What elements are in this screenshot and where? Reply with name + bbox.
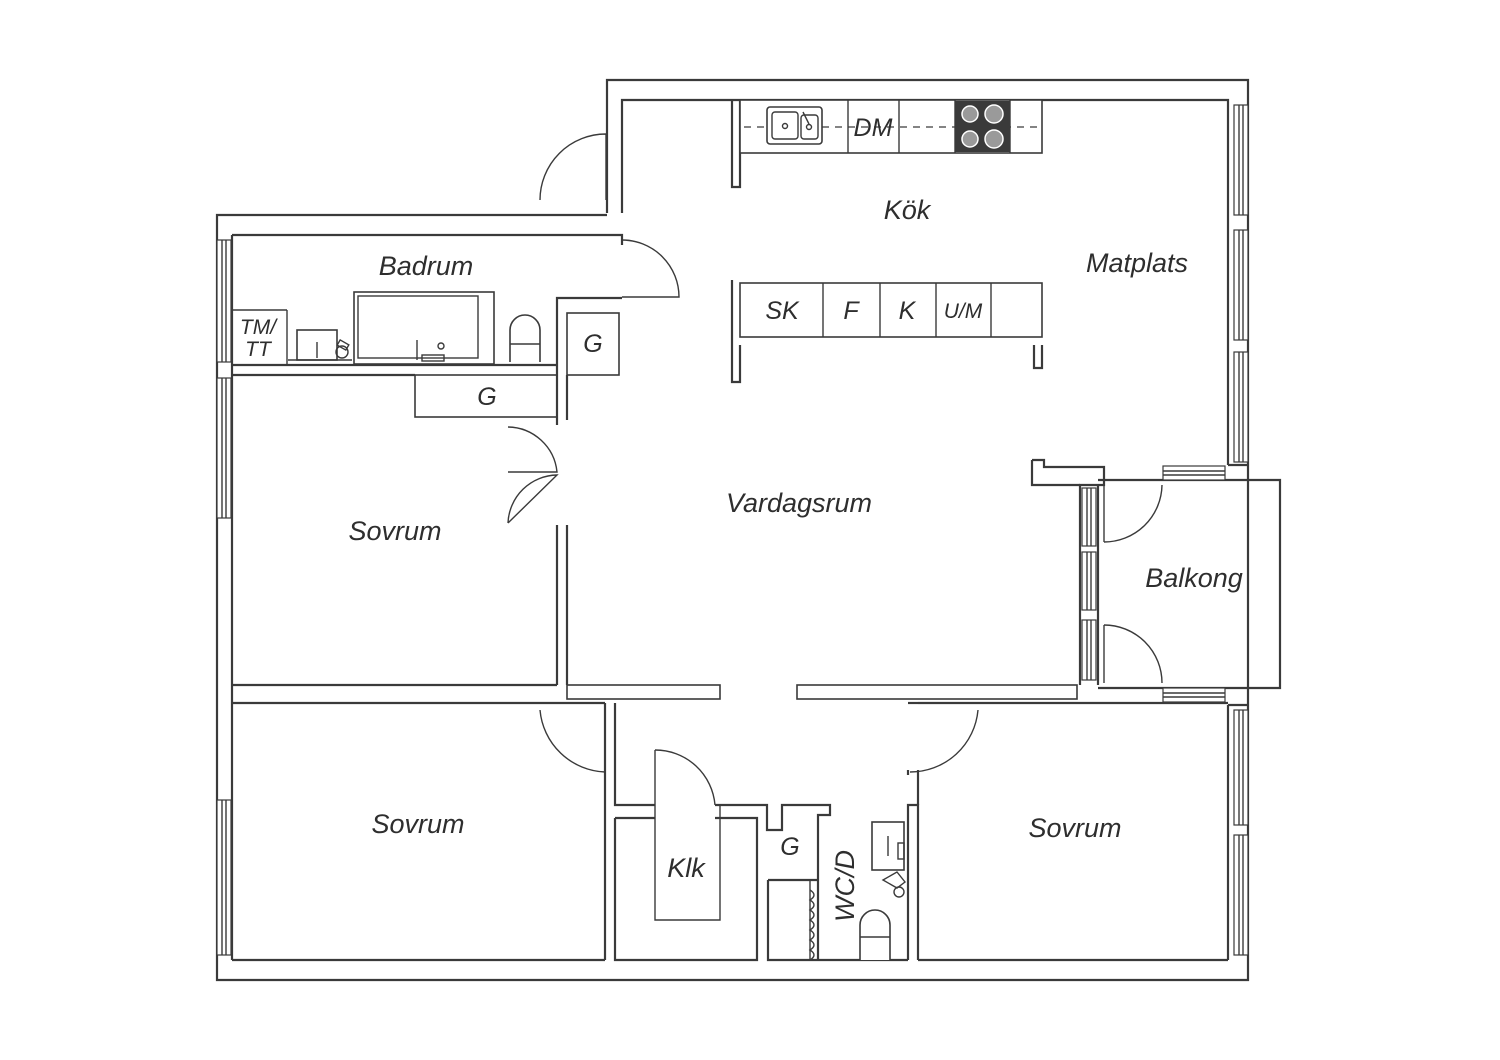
kitchen-counter: DM xyxy=(739,99,1043,154)
living-room-label: Vardagsrum xyxy=(726,488,872,518)
interior-walls xyxy=(232,100,1282,962)
bathroom-label: Badrum xyxy=(379,251,474,281)
wc-toilet-icon xyxy=(859,909,891,960)
wardrobe-hall-label: G xyxy=(477,383,496,411)
freezer-label: F xyxy=(843,297,860,325)
dishwasher-label: DM xyxy=(854,114,893,142)
wardrobe-wc-label: G xyxy=(780,833,799,861)
shower-curtain-icon xyxy=(808,880,815,961)
closet-label: Klk xyxy=(667,853,706,883)
room-labels: Kök Matplats Badrum Vardagsrum Sovrum So… xyxy=(348,195,1242,922)
washer-dryer-label-2: TT xyxy=(245,338,273,361)
balcony-label: Balkong xyxy=(1145,563,1243,593)
washer-dryer-label-1: TM/ xyxy=(240,316,278,339)
doors xyxy=(507,133,1163,921)
kitchen-label: Kök xyxy=(884,195,932,225)
outer-walls xyxy=(215,78,1250,982)
stove-icon xyxy=(955,101,1010,152)
dining-label: Matplats xyxy=(1086,248,1188,278)
appliance-row: SK F K U/M xyxy=(739,282,1043,338)
wc-shower-label: WC/D xyxy=(830,850,860,922)
windows xyxy=(216,104,1249,956)
wc-fixtures: G xyxy=(780,821,906,961)
toilet-icon xyxy=(509,314,541,362)
bedroom-west-label: Sovrum xyxy=(348,516,441,546)
fridge-freezer-label: SK xyxy=(765,297,800,325)
bathroom-fixtures: TM/ TT G G xyxy=(232,291,603,411)
washbasin-icon xyxy=(296,329,350,361)
wardrobe-bath-label: G xyxy=(583,330,602,358)
microwave-oven-label: U/M xyxy=(944,300,983,323)
fridge-label: K xyxy=(899,297,917,325)
bedroom-southwest-label: Sovrum xyxy=(371,809,464,839)
sink-icon xyxy=(766,106,823,145)
bedroom-southeast-label: Sovrum xyxy=(1028,813,1121,843)
bathtub-icon xyxy=(353,291,495,365)
wc-sink-icon xyxy=(871,821,905,871)
